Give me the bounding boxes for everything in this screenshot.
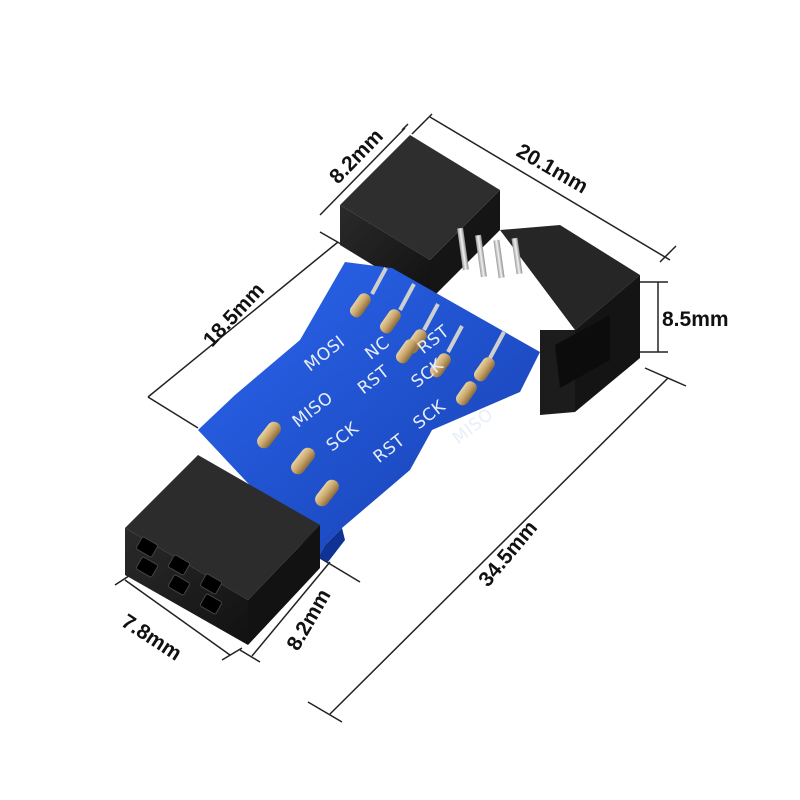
header-pins (457, 227, 523, 279)
dim-board-width-label: 18.5mm (199, 279, 269, 352)
dim-bottom-left-label: 7.8mm (117, 610, 185, 666)
female-header-6pin (125, 455, 320, 645)
pad-row-top (349, 293, 495, 406)
pad-row-bottom (257, 421, 339, 507)
dim-total-length-label: 34.5mm (474, 517, 542, 592)
socket-holes (135, 536, 223, 615)
dimension-lines (114, 113, 687, 723)
dim-right-height-label: 8.5mm (662, 308, 729, 331)
pin-legs-top (370, 267, 506, 359)
